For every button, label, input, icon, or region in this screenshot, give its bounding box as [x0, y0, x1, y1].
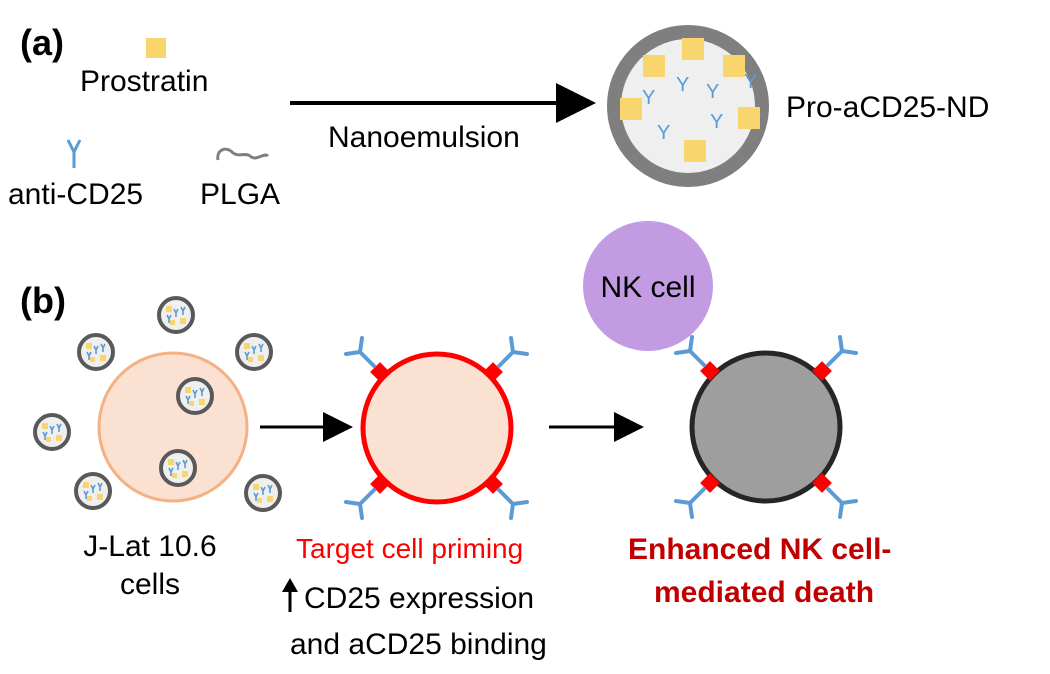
jlat-label-line1: J-Lat 10.6	[83, 530, 216, 563]
antibody-y-icon	[66, 139, 82, 168]
svg-text:Y: Y	[642, 87, 655, 109]
prostratin-label: Prostratin	[80, 65, 208, 98]
panel-a: (a) Prostratin anti-CD25 PLGA Nanoemulsi…	[8, 22, 989, 211]
jlat-label-line2: cells	[120, 568, 180, 601]
priming-title: Target cell priming	[296, 533, 523, 564]
outcome-line1: Enhanced NK cell-	[628, 533, 891, 566]
up-arrow-icon	[282, 578, 298, 612]
svg-text:Y: Y	[657, 122, 670, 144]
nk-cell	[583, 221, 713, 351]
priming-line2: and aCD25 binding	[290, 628, 547, 661]
dying-target-cell	[689, 350, 843, 504]
svg-text:Y: Y	[744, 71, 757, 93]
svg-text:Y: Y	[710, 111, 723, 133]
pro-acd25-nd-particle: Y Y Y Y Y Y	[607, 25, 769, 187]
outcome-line2: mediated death	[654, 576, 874, 609]
panel-b-label: (b)	[20, 280, 66, 321]
svg-text:Y: Y	[676, 74, 689, 96]
plga-squiggle-icon	[216, 147, 270, 161]
priming-line1: CD25 expression	[304, 582, 534, 615]
nk-cell-label: NK cell	[600, 271, 695, 304]
plga-label: PLGA	[200, 178, 280, 211]
primed-target-cell	[360, 351, 514, 505]
prostratin-icon	[146, 38, 166, 58]
anti-cd25-label: anti-CD25	[8, 178, 143, 211]
panel-b: (b) J-Lat 10.6 cells Target cell priming	[20, 221, 891, 661]
svg-text:Y: Y	[706, 81, 719, 103]
nanoemulsion-label: Nanoemulsion	[328, 121, 520, 154]
panel-a-label: (a)	[20, 22, 64, 63]
pro-acd25-nd-label: Pro-aCD25-ND	[786, 91, 989, 124]
